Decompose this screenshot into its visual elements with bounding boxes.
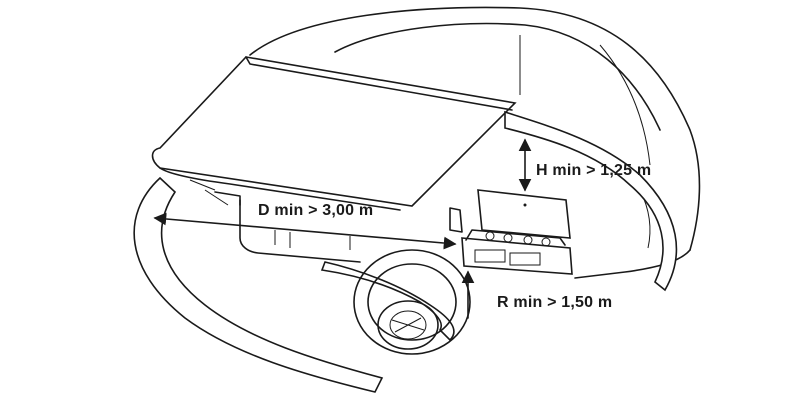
awning: [151, 56, 517, 211]
dimension-arrows: [153, 138, 532, 319]
swept-arc-band: [133, 110, 678, 393]
distance-arrow: [153, 212, 457, 250]
distance-min-label: D min > 3,00 m: [258, 202, 374, 219]
wheel: [353, 249, 471, 355]
height-min-label: H min > 1,25 m: [536, 162, 652, 179]
wall-box: [449, 189, 573, 275]
radius-min-label: R min > 1,50 m: [497, 294, 613, 311]
